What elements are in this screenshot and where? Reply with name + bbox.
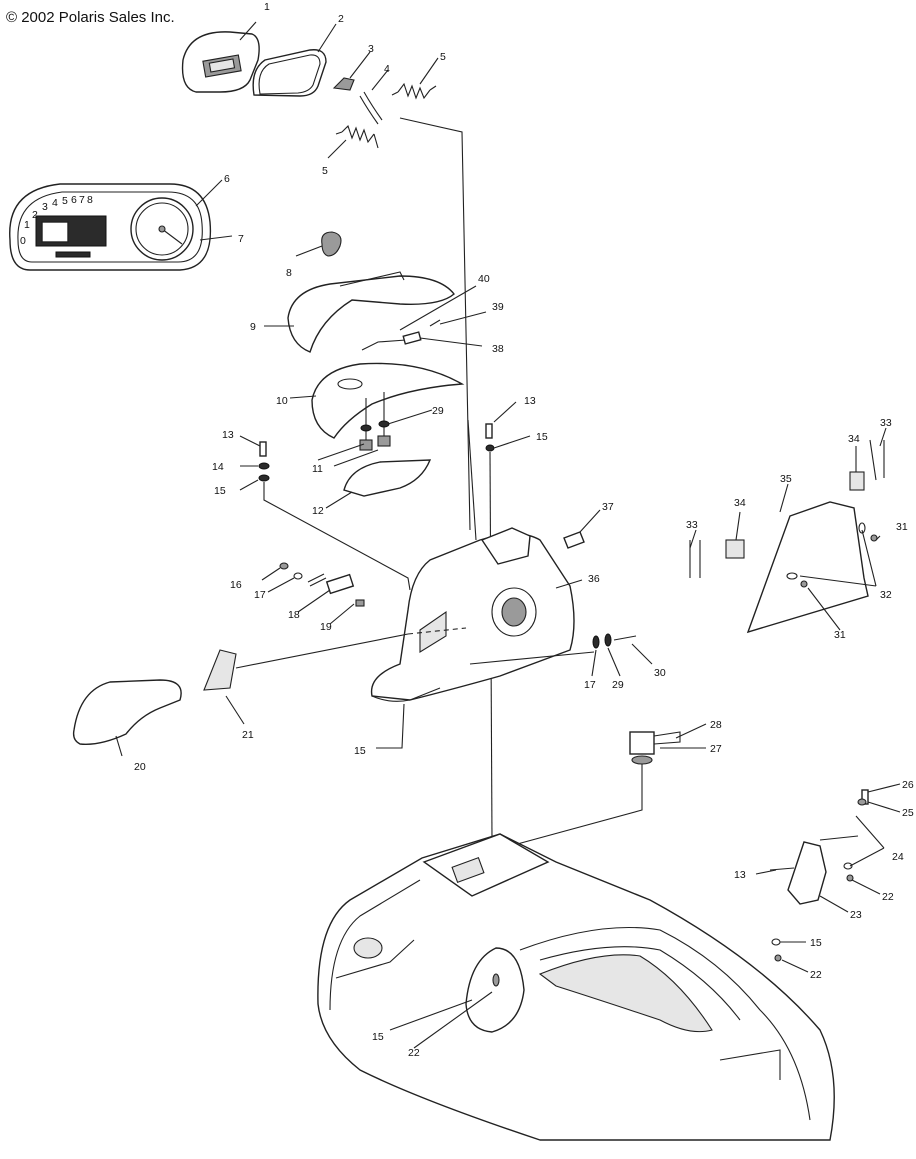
callout-14: 14 [212, 461, 224, 473]
part-27-28-switch [509, 731, 681, 847]
tach-number: 8 [87, 194, 93, 206]
part-6-gauge-cluster: 1 2 3 4 5 6 7 8 0 [9, 183, 212, 271]
callout-20: 20 [134, 761, 146, 773]
callout-32: 32 [880, 589, 892, 601]
callout-15: 15 [214, 485, 226, 497]
callout-15: 15 [810, 937, 822, 949]
part-34-brackets [725, 471, 865, 559]
part-23-bracket [769, 841, 827, 905]
part-24-26-hardware [771, 789, 869, 962]
callout-27: 27 [710, 743, 722, 755]
part-37-plug [563, 531, 585, 549]
callout-29: 29 [612, 679, 624, 691]
callout-13: 13 [524, 395, 536, 407]
callout-3: 3 [368, 43, 374, 55]
callout-17: 17 [254, 589, 266, 601]
callout-31: 31 [896, 521, 908, 533]
callout-33: 33 [686, 519, 698, 531]
tach-number: 6 [71, 194, 77, 206]
callout-13: 13 [222, 429, 234, 441]
hardware-16-19 [279, 562, 365, 607]
leader-lines [115, 21, 901, 1049]
callout-34: 34 [734, 497, 746, 509]
tach-number: 4 [52, 197, 58, 209]
callout-15: 15 [536, 431, 548, 443]
callout-22: 22 [882, 891, 894, 903]
part-36-console-housing [370, 117, 575, 702]
callout-7: 7 [238, 233, 244, 245]
callout-15: 15 [354, 745, 366, 757]
callout-17: 17 [584, 679, 596, 691]
callout-25: 25 [902, 807, 914, 819]
part-10-panel [311, 362, 465, 439]
part-8-knob [321, 231, 342, 257]
callout-18: 18 [288, 609, 300, 621]
callout-40: 40 [478, 273, 490, 285]
callout-13: 13 [734, 869, 746, 881]
tach-zero: 0 [20, 235, 26, 247]
callout-30: 30 [654, 667, 666, 679]
callout-5: 5 [322, 165, 328, 177]
callout-28: 28 [710, 719, 722, 731]
part-31-32-fasteners [786, 522, 878, 588]
part-1-bezel [181, 31, 260, 93]
callout-2: 2 [338, 13, 344, 25]
callout-labels: 1 2 3 4 5 5 6 7 8 9 10 11 12 13 14 15 13… [134, 1, 914, 1059]
part-35-side-panel [746, 501, 869, 634]
callout-39: 39 [492, 301, 504, 313]
callout-22: 22 [810, 969, 822, 981]
callout-6: 6 [224, 173, 230, 185]
part-38-40-cable [361, 319, 441, 351]
callout-36: 36 [588, 573, 600, 585]
callout-1: 1 [264, 1, 270, 13]
part-3-clip [332, 77, 355, 91]
callout-38: 38 [492, 343, 504, 355]
callout-37: 37 [602, 501, 614, 513]
callout-5: 5 [440, 51, 446, 63]
part-5-spring-upper [391, 82, 437, 100]
callout-9: 9 [250, 321, 256, 333]
tach-number: 1 [24, 219, 30, 231]
hardware-17-29-30 [469, 633, 637, 665]
callout-12: 12 [312, 505, 324, 517]
part-12-plate [343, 459, 432, 497]
callout-16: 16 [230, 579, 242, 591]
part-5-spring-lower [335, 124, 379, 149]
callout-22: 22 [408, 1047, 420, 1059]
hull-body [317, 833, 835, 1141]
callout-31: 31 [834, 629, 846, 641]
bolt-stack-left [258, 441, 411, 591]
callout-10: 10 [276, 395, 288, 407]
part-20-mirror [72, 679, 182, 745]
part-21-mount [203, 627, 467, 691]
tach-number: 2 [32, 209, 38, 221]
tach-number: 7 [79, 194, 85, 206]
callout-24: 24 [892, 851, 904, 863]
tach-number: 3 [42, 201, 48, 213]
part-4-wire [359, 91, 383, 125]
callout-33: 33 [880, 417, 892, 429]
callout-11: 11 [312, 463, 323, 475]
callout-26: 26 [902, 779, 914, 791]
part-2-lens [252, 49, 327, 97]
callout-29: 29 [432, 405, 444, 417]
callout-15: 15 [372, 1031, 384, 1043]
callout-23: 23 [850, 909, 862, 921]
callout-19: 19 [320, 621, 332, 633]
callout-4: 4 [384, 63, 390, 75]
copyright-text: © 2002 Polaris Sales Inc. [6, 9, 175, 26]
tach-number: 5 [62, 195, 68, 207]
part-9-console-cover [287, 271, 455, 353]
callout-35: 35 [780, 473, 792, 485]
callout-21: 21 [242, 729, 254, 741]
callout-34: 34 [848, 433, 860, 445]
callout-8: 8 [286, 267, 292, 279]
